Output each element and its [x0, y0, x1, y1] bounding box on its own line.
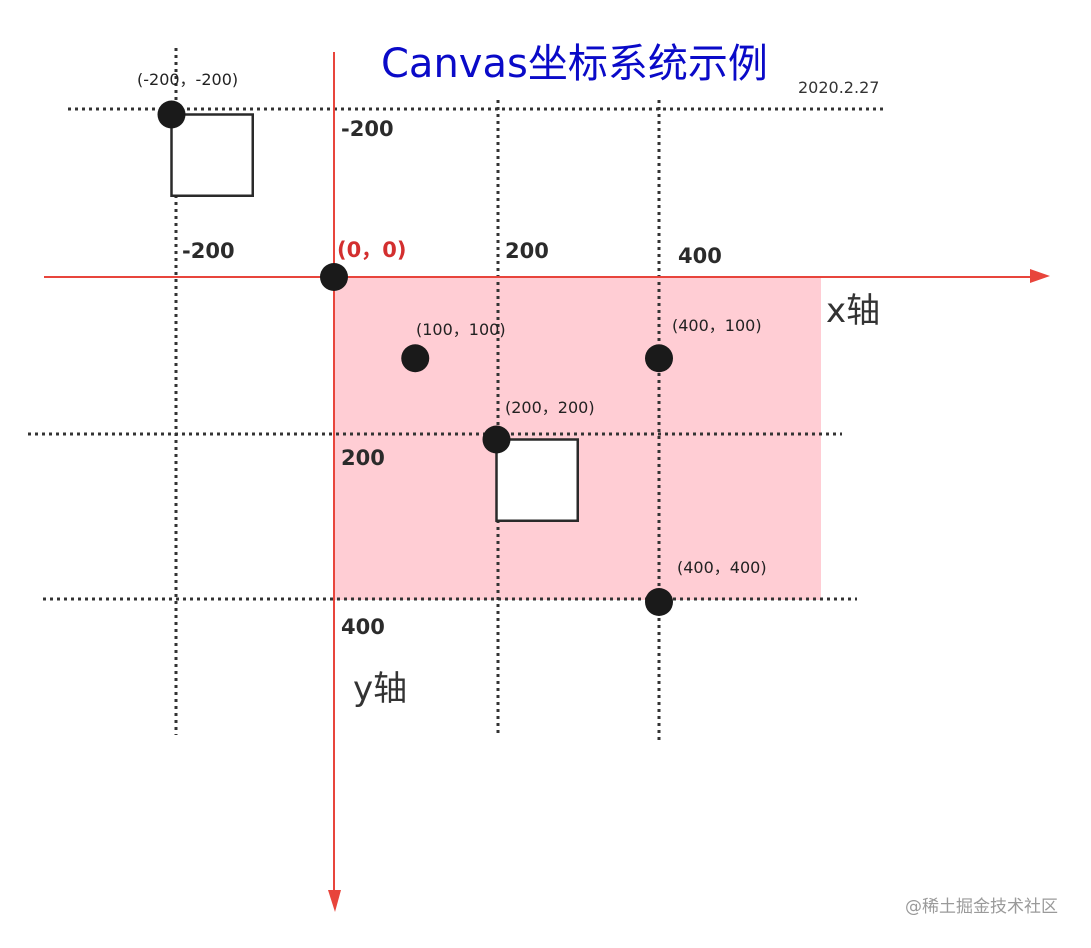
- x-tick-200: 200: [505, 239, 549, 263]
- y-axis-label: y轴: [353, 669, 408, 709]
- data-point: [645, 344, 673, 373]
- data-point: [401, 344, 430, 373]
- y-axis-arrow-icon: [328, 890, 341, 912]
- diagram-title: Canvas坐标系统示例: [381, 41, 768, 87]
- square-shape: [170, 113, 254, 197]
- point-label-400-100: (400，100): [672, 316, 762, 335]
- y-tick-200: 200: [341, 446, 385, 470]
- x-tick-400: 400: [678, 244, 722, 268]
- data-point: [482, 425, 511, 454]
- x-axis-arrow-icon: [1030, 269, 1050, 283]
- origin-point: [320, 263, 348, 291]
- point-label-neg200-neg200: (-200，-200): [137, 70, 239, 89]
- y-tick-neg200: -200: [341, 117, 394, 141]
- data-point: [645, 588, 673, 616]
- origin-label: (0，0): [337, 238, 407, 262]
- point-label-100-100: (100，100): [416, 320, 506, 339]
- data-point: [157, 100, 186, 129]
- point-label-400-400: (400，400): [677, 558, 767, 577]
- x-tick-neg200: -200: [182, 239, 235, 263]
- x-axis-label: x轴: [826, 291, 881, 331]
- square-shape: [495, 438, 579, 522]
- watermark: @稀土掘金技术社区: [905, 897, 1058, 917]
- y-tick-400: 400: [341, 615, 385, 639]
- point-label-200-200: (200，200): [505, 398, 595, 417]
- date-label: 2020.2.27: [798, 78, 880, 97]
